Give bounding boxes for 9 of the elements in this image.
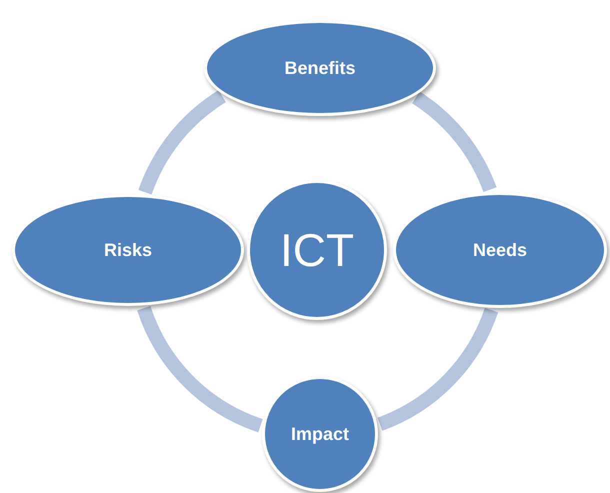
ring-arc-connector [412,92,496,192]
node-label: Benefits [284,56,356,80]
node-label: Needs [472,238,528,262]
node-label: ICT [280,227,354,273]
ring-arc-connector [377,307,498,431]
node-label: Risks [104,238,152,262]
ring-arc-connector [137,306,264,432]
node-label: Impact [290,422,350,446]
ring-arc-connector [138,90,226,195]
